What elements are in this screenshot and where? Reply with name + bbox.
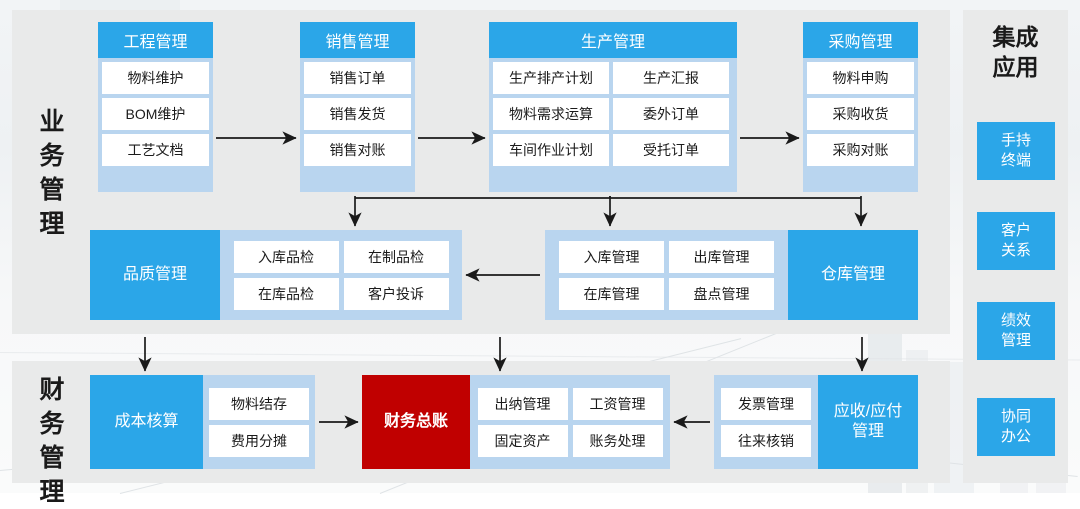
- module-purchasing[interactable]: 采购管理 物料申购 采购收货 采购对账: [803, 22, 918, 192]
- integrated-apps-title-line: 应用: [992, 54, 1039, 80]
- module-item[interactable]: 生产排产计划: [493, 62, 609, 94]
- module-item[interactable]: 发票管理: [721, 387, 811, 420]
- module-item[interactable]: 委外订单: [613, 98, 729, 130]
- module-item[interactable]: 生产汇报: [613, 62, 729, 94]
- section-label-char: 管: [39, 444, 65, 472]
- module-item[interactable]: 客户投诉: [343, 277, 449, 310]
- section-label-char: 财: [39, 376, 65, 404]
- module-item[interactable]: 物料结存: [209, 387, 309, 420]
- module-item[interactable]: 入库管理: [559, 240, 664, 273]
- app-tile-line: 关系: [1000, 242, 1031, 259]
- app-tile-collaborative-office[interactable]: 协同 办公: [977, 398, 1055, 456]
- app-tile-line: 绩效: [1000, 312, 1031, 329]
- module-item[interactable]: 销售订单: [304, 62, 411, 94]
- section-label-char: 务: [39, 142, 65, 170]
- section-label-char: 业: [39, 108, 65, 136]
- module-item[interactable]: 工艺文档: [102, 134, 209, 166]
- app-tile-performance-management[interactable]: 绩效 管理: [977, 302, 1055, 360]
- module-item[interactable]: 盘点管理: [669, 277, 774, 310]
- module-item[interactable]: 在库管理: [559, 277, 664, 310]
- module-item[interactable]: 采购收货: [807, 98, 914, 130]
- section-label-char: 务: [39, 410, 65, 438]
- app-tile-handheld-terminal[interactable]: 手持 终端: [977, 122, 1055, 180]
- module-item[interactable]: 物料维护: [102, 62, 209, 94]
- module-costing[interactable]: 成本核算 物料结存 费用分摊: [90, 375, 315, 469]
- module-engineering[interactable]: 工程管理 物料维护 BOM维护 工艺文档: [98, 22, 213, 192]
- module-item[interactable]: 往来核销: [721, 424, 811, 457]
- module-sales[interactable]: 销售管理 销售订单 销售发货 销售对账: [300, 22, 415, 192]
- module-item[interactable]: 采购对账: [807, 134, 914, 166]
- module-treasury[interactable]: 出纳管理 工资管理 固定资产 账务处理: [470, 375, 670, 469]
- app-tile-line: 终端: [1000, 152, 1031, 169]
- module-item[interactable]: 工资管理: [572, 387, 663, 420]
- module-production[interactable]: 生产管理 生产排产计划 生产汇报 物料需求运算 委外订单 车间作业计划 受托订单: [489, 22, 737, 192]
- module-item[interactable]: 在制品检: [343, 240, 449, 273]
- module-warehouse-title: 仓库管理: [788, 230, 918, 320]
- section-label-char: 理: [39, 478, 65, 506]
- module-production-title: 生产管理: [489, 22, 737, 58]
- module-ledger[interactable]: 财务总账: [362, 375, 470, 469]
- module-quality-title: 品质管理: [90, 230, 220, 320]
- module-engineering-title: 工程管理: [98, 22, 213, 58]
- module-sales-title: 销售管理: [300, 22, 415, 58]
- module-receivable-title: 应收/应付 管理: [818, 375, 918, 469]
- module-item[interactable]: 账务处理: [572, 424, 663, 457]
- module-item[interactable]: 固定资产: [477, 424, 568, 457]
- section-label-char: 理: [39, 210, 65, 238]
- module-receivable[interactable]: 发票管理 往来核销 应收/应付 管理: [714, 375, 918, 469]
- module-warehouse[interactable]: 入库管理 出库管理 在库管理 盘点管理 仓库管理: [545, 230, 918, 320]
- module-costing-title: 成本核算: [90, 375, 203, 469]
- app-tile-line: 管理: [1000, 332, 1031, 349]
- module-item[interactable]: 出库管理: [669, 240, 774, 273]
- module-item[interactable]: 物料申购: [807, 62, 914, 94]
- app-tile-line: 客户: [1000, 222, 1031, 239]
- app-tile-line: 办公: [1000, 428, 1031, 445]
- module-item[interactable]: 物料需求运算: [493, 98, 609, 130]
- app-tile-line: 手持: [1000, 132, 1031, 149]
- module-item[interactable]: 销售对账: [304, 134, 411, 166]
- section-label-char: 管: [39, 176, 65, 204]
- module-purchasing-title: 采购管理: [803, 22, 918, 58]
- module-item[interactable]: 在库品检: [233, 277, 339, 310]
- module-item[interactable]: 销售发货: [304, 98, 411, 130]
- module-item[interactable]: 费用分摊: [209, 424, 309, 457]
- business-section-label: 业 务 管 理: [30, 105, 74, 241]
- integrated-apps-title-line: 集成: [992, 24, 1039, 50]
- module-quality[interactable]: 品质管理 入库品检 在制品检 在库品检 客户投诉: [90, 230, 462, 320]
- module-receivable-title-line: 管理: [851, 423, 884, 440]
- integrated-apps-title: 集成 应用: [963, 22, 1068, 82]
- module-item[interactable]: BOM维护: [102, 98, 209, 130]
- finance-section-label: 财 务 管 理: [30, 373, 74, 509]
- module-item[interactable]: 入库品检: [233, 240, 339, 273]
- app-tile-line: 协同: [1000, 408, 1031, 425]
- module-ledger-title: 财务总账: [362, 375, 470, 469]
- app-tile-customer-relations[interactable]: 客户 关系: [977, 212, 1055, 270]
- module-item[interactable]: 出纳管理: [477, 387, 568, 420]
- module-item[interactable]: 受托订单: [613, 134, 729, 166]
- module-receivable-title-line: 应收/应付: [833, 403, 903, 420]
- module-item[interactable]: 车间作业计划: [493, 134, 609, 166]
